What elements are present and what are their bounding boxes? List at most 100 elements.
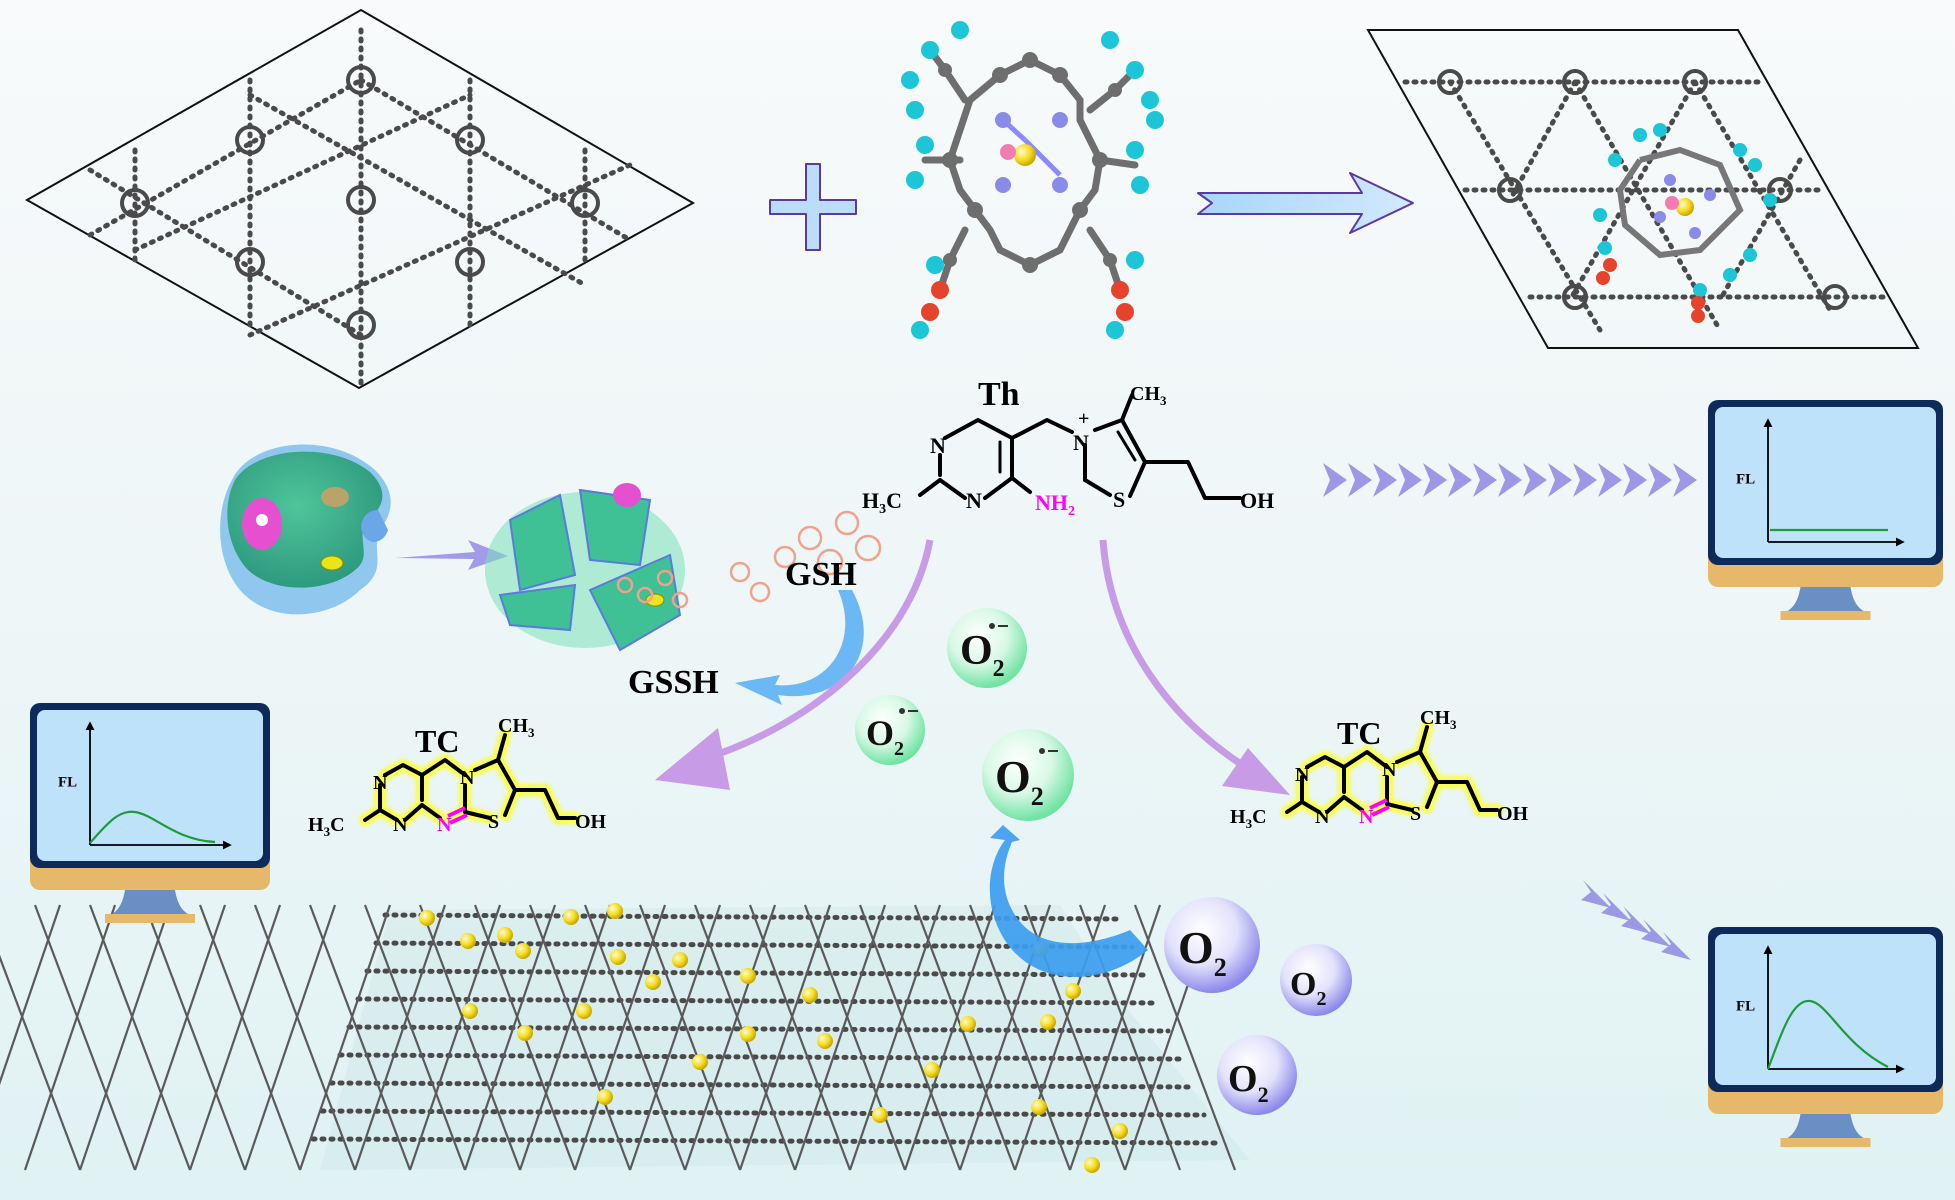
chevron-icon	[1673, 463, 1697, 497]
monitor-screen	[37, 710, 263, 861]
metal-atom	[1065, 983, 1081, 999]
catalyst-sheet	[0, 903, 1250, 1173]
metal-atom	[740, 968, 756, 984]
fl-axis-label: FL	[58, 775, 77, 791]
thiamine-structure: Th N N H3C NH2 N + S CH3 OH	[862, 376, 1274, 519]
svg-text:N: N	[1073, 430, 1089, 455]
cell-lysis-arrow	[395, 540, 508, 570]
svg-text:N: N	[1359, 806, 1374, 828]
plus-symbol	[769, 163, 857, 251]
svg-text:N: N	[1382, 759, 1397, 781]
monitor-screen	[1715, 407, 1936, 558]
monitor-bottom-right: FL	[1708, 927, 1943, 1147]
superoxide-bubble: O2	[855, 695, 925, 765]
unit-cell-frame-2	[1366, 29, 1920, 349]
chevron-icon	[1323, 463, 1347, 497]
reaction-arrow	[1197, 172, 1414, 234]
metal-porphyrin-molecule	[901, 21, 1164, 339]
metal-atom	[419, 910, 435, 926]
metal-atom	[563, 909, 579, 925]
metal-atom	[497, 927, 513, 943]
gsh-to-gssh-arrow	[735, 590, 864, 705]
lattice-bonds	[87, 27, 633, 388]
chevron-icon	[1641, 919, 1671, 947]
tc-right-label: TC	[1337, 715, 1381, 751]
chevron-icon	[1598, 463, 1622, 497]
monitor-stand	[108, 890, 192, 916]
thiamine-label: Th	[978, 376, 1020, 413]
oxygen-activation-arrow	[989, 825, 1148, 978]
chevron-icon	[1623, 463, 1647, 497]
metal-atom	[576, 1003, 592, 1019]
central-metal-atom	[1014, 144, 1036, 166]
metal-atom	[960, 1016, 976, 1032]
oxygen-atoms	[921, 281, 1134, 321]
svg-text:S: S	[488, 811, 499, 833]
metal-atom	[924, 1062, 940, 1078]
metal-atom	[802, 987, 818, 1003]
chevron-icon	[1648, 463, 1672, 497]
svg-text:N: N	[393, 814, 408, 836]
oxygen-bubble: O2	[1164, 897, 1260, 993]
svg-text:OH: OH	[1240, 488, 1274, 513]
metal-atom	[1084, 1157, 1100, 1173]
signal-chevrons-top	[1323, 463, 1697, 497]
axial-ligand-atom	[1000, 144, 1016, 160]
svg-text:H3C: H3C	[1230, 806, 1267, 831]
fl-axis-label: FL	[1736, 472, 1755, 488]
tc-left-label: TC	[415, 723, 459, 759]
lysed-cell	[485, 483, 685, 652]
svg-text:CH3: CH3	[1130, 383, 1167, 408]
metal-atom	[692, 1054, 708, 1070]
svg-text:N: N	[1315, 806, 1330, 828]
metal-atom	[672, 952, 688, 968]
metal-atom	[515, 943, 531, 959]
chevron-icon	[1573, 463, 1597, 497]
intact-cell	[220, 444, 391, 615]
graphdiyne-lattice	[24, 8, 696, 390]
oxygen-bubble: O2	[1280, 944, 1352, 1016]
metal-atom	[462, 1003, 478, 1019]
svg-text:CH3: CH3	[498, 715, 535, 740]
chevron-icon	[1373, 463, 1397, 497]
thiochrome-structure-right: TC N N H3C N N S CH3 OH	[1230, 707, 1529, 831]
chevron-icon	[1473, 463, 1497, 497]
th-to-tc-right-arrow	[1099, 539, 1290, 795]
svg-text:OH: OH	[575, 811, 607, 833]
amino-group: NH2	[1035, 490, 1075, 519]
gsh-label: GSH	[785, 556, 857, 593]
fluorescence-curve	[1766, 999, 1889, 1070]
hexagon-nodes	[120, 65, 600, 340]
metal-atom	[460, 933, 476, 949]
signal-chevrons-diagonal	[1581, 880, 1691, 960]
svg-text:N: N	[460, 767, 475, 789]
superoxide-bubble: O2	[982, 729, 1074, 821]
svg-text:+: +	[1078, 408, 1089, 430]
svg-text:OH: OH	[1497, 803, 1529, 825]
svg-text:N: N	[373, 772, 388, 794]
svg-text:O2: O2	[1290, 966, 1326, 1010]
chevron-icon	[1548, 463, 1572, 497]
svg-text:N: N	[1295, 764, 1310, 786]
fl-axis-label: FL	[1736, 999, 1755, 1015]
monitor-stand	[1783, 587, 1868, 613]
chevron-icon	[1621, 906, 1651, 934]
metal-atom	[597, 1089, 613, 1105]
chevron-icon	[1498, 463, 1522, 497]
metal-atom	[1031, 1099, 1047, 1115]
svg-text:S: S	[1113, 487, 1125, 512]
svg-text:N: N	[966, 488, 982, 513]
metal-atom	[740, 1026, 756, 1042]
gssh-label: GSSH	[628, 664, 719, 701]
chevron-icon	[1601, 893, 1631, 921]
th-to-tc-left-arrow	[655, 539, 934, 790]
metal-atom	[607, 903, 623, 919]
svg-text:S: S	[1410, 803, 1421, 825]
metal-atom	[610, 949, 626, 965]
chevron-icon	[1448, 463, 1472, 497]
fluorescence-curve	[89, 810, 216, 844]
svg-text:H3C: H3C	[862, 488, 902, 517]
svg-text:CH3: CH3	[1420, 707, 1457, 732]
chevron-icon	[1523, 463, 1547, 497]
